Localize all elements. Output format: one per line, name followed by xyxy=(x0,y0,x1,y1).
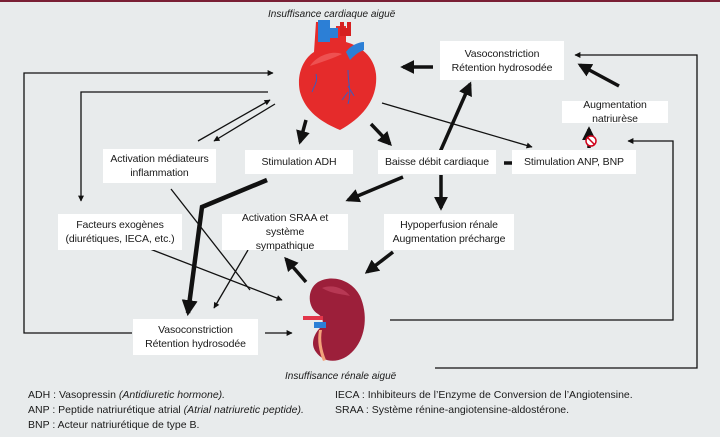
legend-item-ieca: IECA : Inhibiteurs de l’Enzyme de Conver… xyxy=(335,389,633,401)
arrow-adh-to-vaso-bottom xyxy=(181,177,268,317)
node-stimulation-anp: Stimulation ANP, BNP xyxy=(512,150,636,174)
arrow-hypoperfusion-to-kidney xyxy=(364,250,395,274)
node-activation-mediateurs: Activation médiateurs inflammation xyxy=(103,149,216,183)
legend-item-bnp: BNP : Acteur natriurétique de type B. xyxy=(28,419,200,431)
top-accent-bar xyxy=(0,0,720,2)
arrow-baisse-to-vaso-top xyxy=(438,81,472,153)
legend-item-sraa: SRAA : Système rénine-angiotensine-aldos… xyxy=(335,404,570,416)
arrow-natriurese-to-vaso-top xyxy=(577,63,620,88)
arrow-kidney-to-vaso-top xyxy=(435,52,698,369)
arrow-sraa-to-vaso-bottom xyxy=(213,249,249,309)
node-hypoperfusion: Hypoperfusion rénale Augmentation précha… xyxy=(384,214,514,250)
heart-icon xyxy=(298,20,377,130)
arrow-heart-to-baisse xyxy=(369,122,392,147)
arrow-facteurs-to-kidney xyxy=(149,248,283,301)
node-baisse-debit: Baisse débit cardiaque xyxy=(378,150,496,174)
arrow-baisse-to-sraa xyxy=(345,175,404,203)
arrow-mediateurs-to-kidney xyxy=(170,188,251,291)
kidney-caption: Insuffisance rénale aiguë xyxy=(285,371,397,382)
arrow-heart-to-mediateurs xyxy=(213,103,276,142)
node-activation-sraa: Activation SRAA et système sympathique xyxy=(222,212,348,252)
legend-item-adh: ADH : Vasopressin (Antidiuretic hormone)… xyxy=(28,389,226,401)
arrow-heart-to-anp xyxy=(381,102,533,149)
arrow-mediateurs-to-heart xyxy=(197,99,271,142)
legend-right: IECA : Inhibiteurs de l’Enzyme de Conver… xyxy=(335,388,633,418)
inhibition-icon xyxy=(585,135,597,147)
arrow-kidney-to-natriurese xyxy=(390,138,674,321)
heart-caption: Insuffisance cardiaque aiguë xyxy=(268,9,396,20)
legend-left: ADH : Vasopressin (Antidiuretic hormone)… xyxy=(28,388,304,433)
node-stimulation-adh: Stimulation ADH xyxy=(245,150,353,174)
kidney-icon xyxy=(303,278,365,361)
node-vasoconstriction-top: Vasoconstriction Rétention hydrosodée xyxy=(440,41,564,80)
arrow-vaso-bottom-to-heart xyxy=(23,70,274,334)
arrow-heart-to-adh xyxy=(296,119,310,145)
node-facteurs-exogenes: Facteurs exogènes (diurétiques, IECA, et… xyxy=(58,214,182,250)
node-vasoconstriction-bottom: Vasoconstriction Rétention hydrosodée xyxy=(133,319,258,355)
legend-item-anp: ANP : Peptide natriurétique atrial (Atri… xyxy=(28,404,304,416)
node-augmentation-natriurese: Augmentation natriurèse xyxy=(562,99,668,125)
arrow-heart-to-facteurs xyxy=(78,91,268,202)
arrow-kidney-to-sraa xyxy=(284,256,308,284)
